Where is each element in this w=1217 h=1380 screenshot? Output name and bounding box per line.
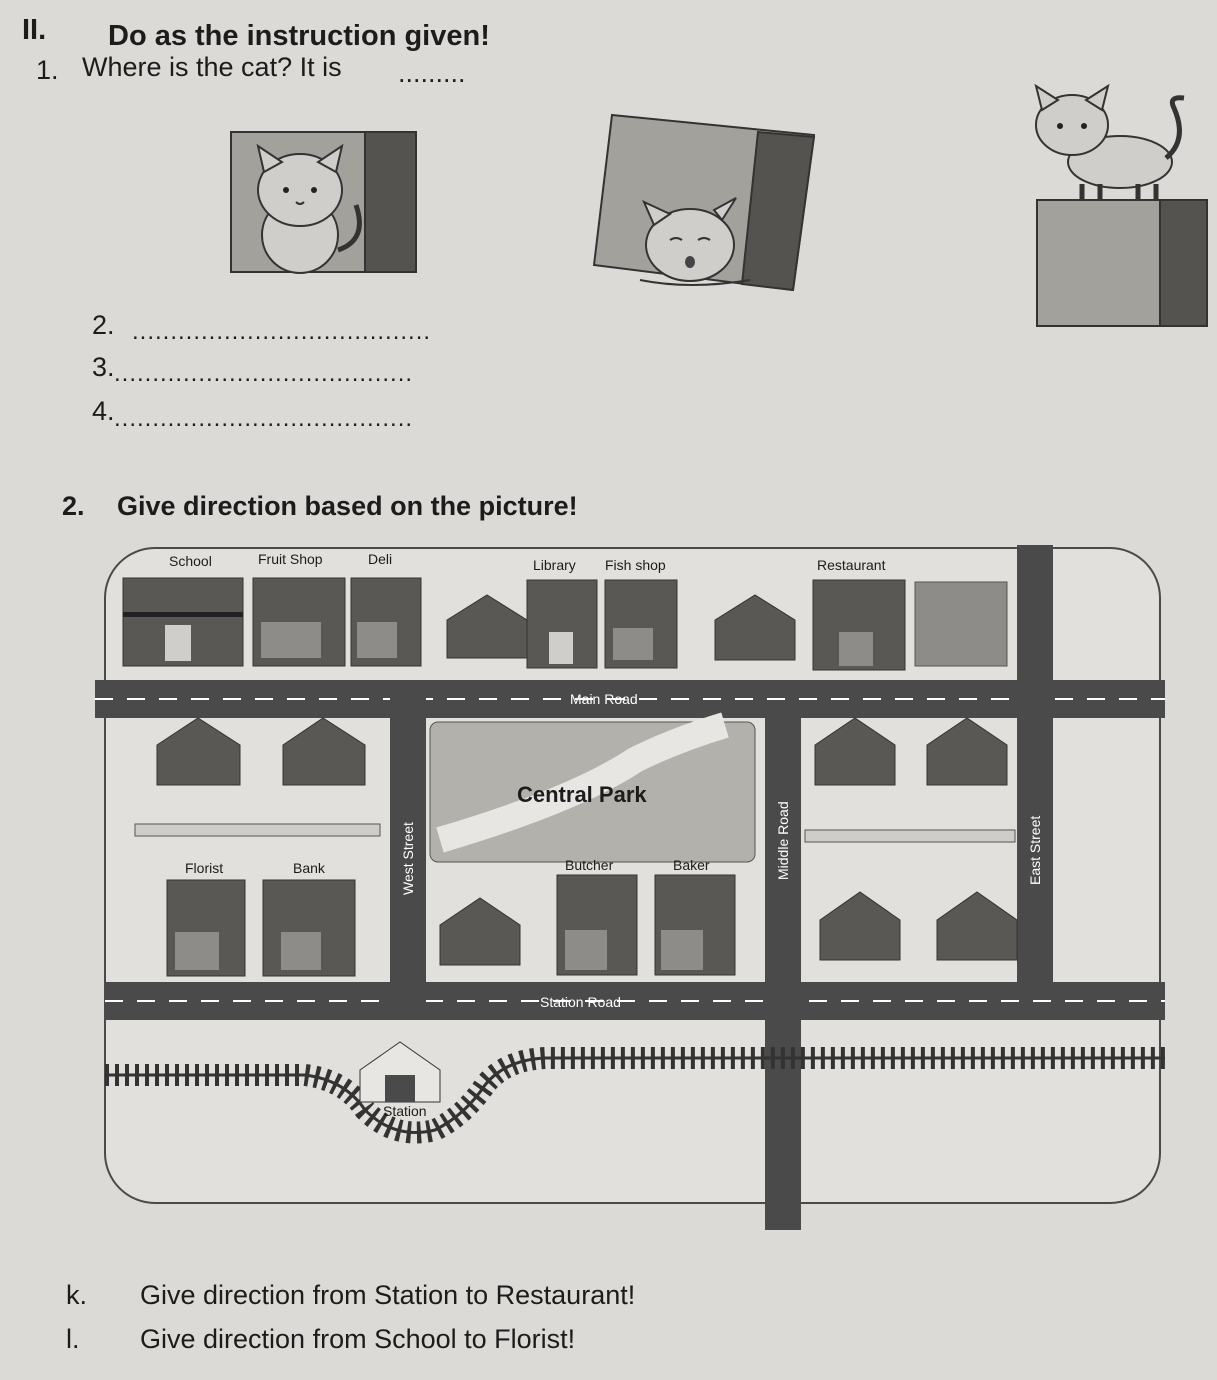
q1-blank[interactable]: ......... bbox=[398, 58, 466, 88]
fruit-shop-label: Fruit Shop bbox=[258, 551, 323, 567]
bank-building: Bank bbox=[262, 860, 356, 977]
west-street bbox=[390, 680, 426, 1020]
answer-2-number: 2. bbox=[92, 310, 115, 340]
fish-shop-building: Fish shop bbox=[604, 557, 678, 669]
station-road-label: Station Road bbox=[540, 994, 621, 1010]
house-east-4 bbox=[936, 891, 1018, 961]
answer-4-number: 4. bbox=[92, 396, 115, 426]
cat-on-box-picture bbox=[1034, 83, 1208, 327]
house-west-1 bbox=[156, 717, 241, 786]
florist-label: Florist bbox=[185, 860, 223, 876]
fence-west bbox=[134, 823, 381, 837]
central-park-label: Central Park bbox=[517, 782, 647, 807]
butcher-building: Butcher bbox=[556, 857, 638, 976]
section-number: II. bbox=[22, 14, 47, 46]
library-label: Library bbox=[533, 557, 576, 573]
school-building: School bbox=[122, 553, 244, 667]
station-label: Station bbox=[383, 1103, 427, 1119]
cat-in-front-of-box-picture bbox=[230, 131, 417, 274]
town-map: Main Road Station Road West Street Middl… bbox=[95, 545, 1165, 1230]
q2-text: Give direction based on the picture! bbox=[117, 491, 578, 521]
task-l-letter: l. bbox=[66, 1324, 80, 1354]
school-label: School bbox=[169, 553, 212, 569]
florist-building: Florist bbox=[166, 860, 246, 977]
fruit-shop-building: Fruit Shop bbox=[252, 551, 346, 667]
task-k-letter: k. bbox=[66, 1280, 88, 1310]
task-k-text: Give direction from Station to Restauran… bbox=[140, 1280, 636, 1310]
deli-label: Deli bbox=[368, 551, 392, 567]
library-building: Library bbox=[526, 557, 598, 669]
house-top-2 bbox=[714, 594, 796, 661]
restaurant-label: Restaurant bbox=[817, 557, 886, 573]
q1-text: Where is the cat? It is bbox=[82, 52, 342, 82]
baker-building: Baker bbox=[654, 857, 736, 976]
house-mid-1 bbox=[439, 897, 521, 966]
cat-pictures bbox=[230, 83, 1208, 327]
main-road bbox=[95, 680, 1165, 718]
west-street-label: West Street bbox=[400, 822, 416, 895]
restaurant-building: Restaurant bbox=[812, 557, 906, 671]
q2-number: 2. bbox=[62, 491, 85, 521]
task-l-text: Give direction from School to Florist! bbox=[140, 1324, 576, 1354]
answer-3-blank[interactable]: ....................................... bbox=[114, 360, 414, 387]
baker-label: Baker bbox=[673, 857, 710, 873]
house-top-1 bbox=[446, 594, 528, 659]
house-east-2 bbox=[926, 717, 1008, 786]
bank-label: Bank bbox=[293, 860, 326, 876]
middle-road-label: Middle Road bbox=[775, 801, 791, 880]
fish-shop-label: Fish shop bbox=[605, 557, 666, 573]
station-building: Station bbox=[359, 1041, 441, 1119]
deli-building: Deli bbox=[350, 551, 422, 667]
cat-under-box-picture bbox=[592, 113, 816, 292]
house-east-3 bbox=[819, 891, 901, 961]
east-street bbox=[1017, 545, 1053, 985]
answer-4-blank[interactable]: ....................................... bbox=[114, 405, 414, 432]
answer-3-number: 3. bbox=[92, 352, 115, 382]
butcher-label: Butcher bbox=[565, 857, 614, 873]
middle-road bbox=[765, 718, 801, 1230]
main-road-label: Main Road bbox=[570, 691, 638, 707]
house-east-1 bbox=[814, 717, 896, 786]
q1-number: 1. bbox=[36, 55, 59, 85]
answer-2-blank[interactable]: ....................................... bbox=[132, 318, 432, 345]
east-street-label: East Street bbox=[1027, 816, 1043, 885]
garden-plot bbox=[914, 581, 1008, 667]
fence-east bbox=[804, 829, 1016, 843]
railway bbox=[105, 1047, 1165, 1144]
section-title: Do as the instruction given! bbox=[108, 20, 490, 52]
house-west-2 bbox=[282, 717, 366, 786]
